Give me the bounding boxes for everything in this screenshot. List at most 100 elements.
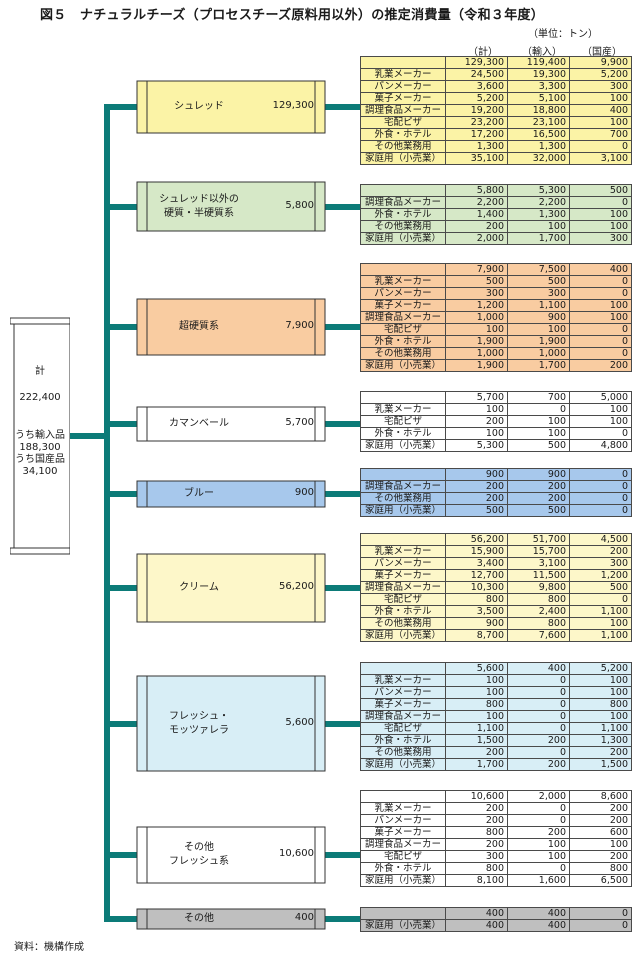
table-cell: 1,300 (507, 208, 570, 221)
domestic-label: うち国産品 (15, 454, 65, 465)
total-scroll-shape (10, 317, 70, 555)
table-cell: 9,800 (507, 581, 570, 594)
table-cell: 5,200 (445, 92, 508, 105)
category-name: 硬質・半硬質系 (164, 207, 234, 219)
table-cell: 乳業メーカー (360, 802, 446, 815)
table-cell: 0 (569, 468, 632, 481)
table-cell (360, 263, 446, 276)
table-cell: 11,500 (507, 569, 570, 582)
scroll-shape (136, 675, 326, 772)
table-cell: 家庭用（小売業） (360, 919, 446, 932)
branch-line (104, 324, 138, 330)
table-connector-line (324, 852, 362, 858)
table-cell: 0 (569, 504, 632, 517)
table-cell: 2,200 (445, 196, 508, 209)
table-cell: 1,200 (569, 569, 632, 582)
table-cell: 119,400 (507, 56, 570, 69)
table-cell: 15,900 (445, 545, 508, 558)
category-total: 10,600 (279, 848, 314, 859)
table-cell: 200 (445, 802, 508, 815)
table-cell: 2,000 (507, 790, 570, 803)
table-cell: 200 (569, 545, 632, 558)
table-connector-line (324, 104, 362, 110)
category-name: クリーム (179, 582, 219, 593)
table-connector-line (324, 203, 362, 210)
table-cell: 200 (569, 802, 632, 815)
branch-line (104, 203, 138, 210)
table-cell: 調理食品メーカー (360, 581, 446, 594)
table-cell: 6,500 (569, 874, 632, 887)
table-cell: 400 (569, 104, 632, 117)
table-cell: 7,600 (507, 629, 570, 642)
table-cell: 0 (569, 907, 632, 920)
table-cell: 3,500 (445, 605, 508, 618)
table-cell: 300 (445, 287, 508, 300)
table-cell: 19,300 (507, 68, 570, 81)
table-cell: 129,300 (445, 56, 508, 69)
table-cell: 600 (569, 826, 632, 839)
table-cell: 800 (507, 593, 570, 606)
table-cell: 宅配ピザ (360, 850, 446, 863)
table-cell: 4,800 (569, 439, 632, 452)
scroll-shape (136, 80, 326, 134)
table-cell: 家庭用（小売業） (360, 359, 446, 372)
table-cell: 300 (569, 232, 632, 245)
table-cell: 1,100 (569, 605, 632, 618)
table-cell: 16,500 (507, 128, 570, 141)
table-cell: 宅配ピザ (360, 593, 446, 606)
total-scroll: 計 222,400 うち輸入品 188,300 うち国産品 34,100 (10, 316, 70, 556)
branch-line (104, 720, 138, 727)
import-label: うち輸入品 (15, 430, 65, 441)
table-cell: 400 (507, 662, 570, 675)
table-cell: 外食・ホテル (360, 605, 446, 618)
table-cell: 5,300 (445, 439, 508, 452)
table-cell: 0 (569, 593, 632, 606)
table-cell: 100 (569, 415, 632, 428)
scroll-shape (136, 553, 326, 623)
table-cell: 18,800 (507, 104, 570, 117)
table-cell: 200 (445, 814, 508, 827)
table-cell: その他業務用 (360, 617, 446, 630)
branch-line (104, 852, 138, 858)
table-cell: 菓子メーカー (360, 569, 446, 582)
table-cell: 0 (569, 196, 632, 209)
table-cell: 1,200 (445, 299, 508, 312)
table-cell: 5,200 (569, 662, 632, 675)
table-cell: 調理食品メーカー (360, 311, 446, 324)
table-cell: 宅配ピザ (360, 415, 446, 428)
category-total: 5,700 (285, 417, 314, 428)
table-cell: 菓子メーカー (360, 826, 446, 839)
table-cell: 400 (445, 907, 508, 920)
table-cell: 800 (569, 862, 632, 875)
table-cell: 0 (507, 403, 570, 416)
table-cell: 100 (569, 686, 632, 699)
table-cell: 800 (445, 698, 508, 711)
